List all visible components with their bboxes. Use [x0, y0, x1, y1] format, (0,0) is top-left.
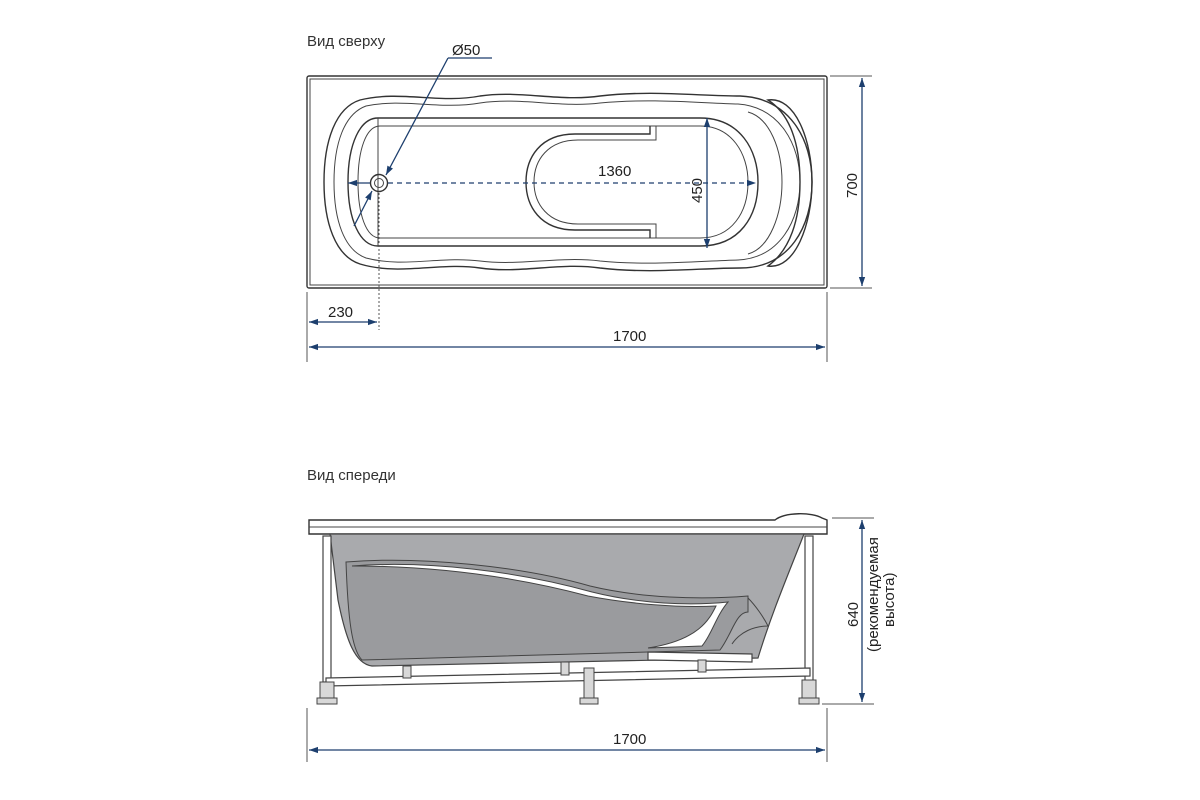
- top-seat-recess: [525, 126, 651, 238]
- foot-left-pad: [316, 697, 338, 705]
- top-outer-rim-inner: [309, 78, 825, 286]
- top-outer-rim: [306, 75, 828, 289]
- height-note-line1: (рекомендуемая: [865, 537, 882, 652]
- top-bowl-contour: [333, 100, 801, 264]
- drain-outer: [369, 173, 389, 193]
- top-view-title: Вид сверху: [307, 33, 386, 50]
- top-bowl-outer: [323, 92, 813, 272]
- top-basin-floor: [357, 125, 749, 239]
- diameter-symbol: Ø: [452, 42, 464, 59]
- diameter-value: 50: [464, 42, 481, 59]
- drain-offset-label: 230: [328, 304, 353, 321]
- support-1: [402, 665, 412, 679]
- front-bottom-plate: [647, 651, 753, 663]
- front-seat-highlight: [351, 563, 730, 649]
- drain-inner: [374, 178, 384, 188]
- top-view: Вид сверху Ø50 1360 450: [306, 33, 872, 362]
- front-headrest-curve: [731, 597, 769, 645]
- diameter-label: Ø50: [452, 42, 480, 59]
- foot-middle-pad: [579, 697, 599, 705]
- diameter-leader-opposite: [353, 190, 373, 227]
- front-view-title: Вид спереди: [307, 467, 396, 484]
- support-3: [697, 659, 707, 673]
- front-view: Вид спереди 640 (рекомендуем: [306, 467, 898, 762]
- inner-width-label: 450: [689, 178, 706, 203]
- top-seat-recess-inner: [533, 126, 657, 238]
- top-headrest: [766, 99, 813, 267]
- foot-right: [801, 679, 817, 699]
- foot-middle: [583, 667, 595, 699]
- height-label: 640: [845, 602, 862, 627]
- diameter-leader: [385, 57, 449, 176]
- inner-length-label: 1360: [598, 163, 631, 180]
- top-headrest-inner: [747, 111, 783, 255]
- front-length-label: 1700: [613, 731, 646, 748]
- support-2: [560, 661, 570, 676]
- top-basin: [347, 117, 759, 247]
- top-outer-length-label: 1700: [613, 328, 646, 345]
- frame-leg-right: [804, 535, 814, 683]
- front-seat-contour: [345, 559, 749, 661]
- foot-left: [319, 681, 335, 699]
- frame-leg-left: [322, 535, 332, 683]
- outer-width-label: 700: [844, 173, 861, 198]
- foot-right-pad: [798, 697, 820, 705]
- height-note-line2: высота): [881, 573, 898, 627]
- front-rim: [308, 513, 828, 535]
